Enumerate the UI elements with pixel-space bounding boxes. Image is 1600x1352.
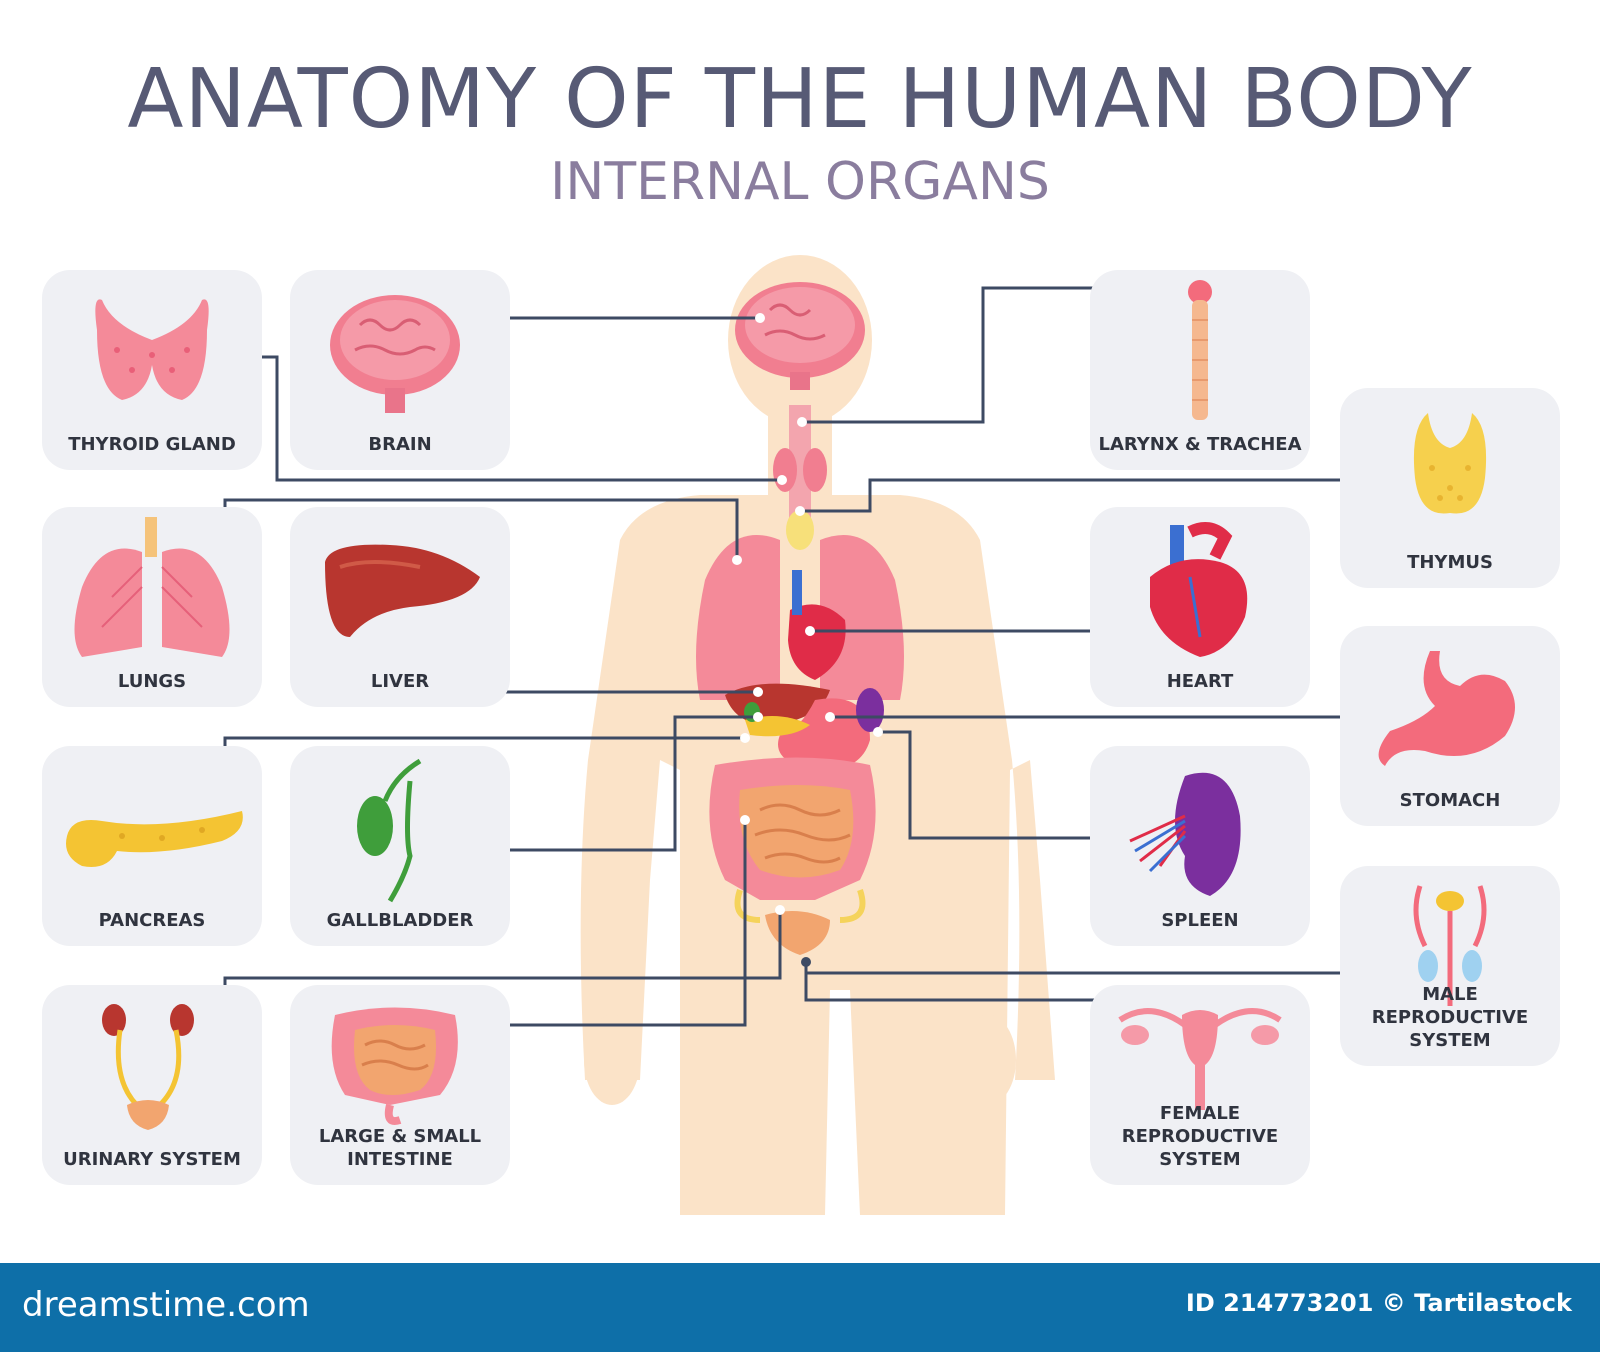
card-gallbladder[interactable]: GALLBLADDER [290,746,510,946]
card-spleen[interactable]: SPLEEN [1090,746,1310,946]
card-stomach[interactable]: STOMACH [1340,626,1560,826]
footer-credit: ID 214773201 © Tartilastock [1185,1289,1572,1317]
card-thymus[interactable]: THYMUS [1340,388,1560,588]
intestine-icon [331,1007,458,1125]
heart-icon [1150,522,1248,657]
pancreas-in-body [745,716,810,737]
urinary-icon [102,1004,194,1130]
label-lungs: LUNGS [117,671,187,692]
label-intestine-line1: LARGE & SMALL [318,1126,482,1147]
body-diagram [220,255,1372,1215]
female-reproductive-icon [1118,1008,1282,1110]
card-male-reproductive[interactable]: MALE REPRODUCTIVE SYSTEM [1340,866,1560,1066]
liver-icon [325,544,480,637]
card-female-reproductive[interactable]: FEMALE REPRODUCTIVE SYSTEM [1090,985,1310,1185]
label-intestine-line2: INTESTINE [347,1149,453,1170]
thymus-in-body [786,510,814,550]
card-liver[interactable]: LIVER [290,507,510,707]
trachea-in-body [789,405,811,535]
organ-dots [732,313,883,915]
card-intestine[interactable]: LARGE & SMALL INTESTINE [290,985,510,1185]
card-pancreas[interactable]: PANCREAS [42,746,262,946]
label-liver: LIVER [370,671,430,692]
label-female-reproductive: FEMALE REPRODUCTIVE SYSTEM [1090,1102,1310,1171]
spleen-in-body [856,688,884,732]
stomach-icon [1378,651,1515,766]
label-spleen: SPLEEN [1161,910,1239,931]
lungs-icon [74,517,230,657]
lungs-in-body [696,535,904,700]
card-thyroid-gland[interactable]: THYROID GLAND [42,270,262,470]
label-brain: BRAIN [368,434,432,455]
male-reproductive-icon [1413,885,1487,1006]
pancreas-icon [66,811,243,867]
label-heart: HEART [1166,671,1234,692]
card-larynx-trachea[interactable]: LARYNX & TRACHEA [1090,270,1310,470]
page-title: ANATOMY OF THE HUMAN BODY [127,52,1473,147]
intestine-in-body [709,757,876,900]
label-female-line1: FEMALE [1159,1103,1241,1124]
footer-bar: dreamstime.com ID 214773201 © Tartilasto… [0,1263,1600,1352]
spleen-icon [1129,772,1241,896]
thymus-icon [1413,413,1487,514]
label-male-reproductive: MALE REPRODUCTIVE SYSTEM [1340,983,1560,1052]
label-thyroid-gland: THYROID GLAND [68,434,236,455]
brain-in-body [735,282,865,390]
label-thymus: THYMUS [1407,552,1493,573]
gallbladder-icon [357,758,422,903]
card-brain[interactable]: BRAIN [290,270,510,470]
card-lungs[interactable]: LUNGS [42,507,262,707]
label-intestine: LARGE & SMALL INTESTINE [290,1125,510,1171]
label-male-line1: MALE [1422,984,1478,1005]
label-larynx-trachea: LARYNX & TRACHEA [1098,434,1302,455]
brain-icon [330,295,460,413]
card-urinary-system[interactable]: URINARY SYSTEM [42,985,262,1185]
page-subtitle: INTERNAL ORGANS [550,152,1050,212]
label-pancreas: PANCREAS [98,910,206,931]
label-female-line2: REPRODUCTIVE SYSTEM [1121,1126,1279,1170]
card-heart[interactable]: HEART [1090,507,1310,707]
heart-in-body [788,570,846,680]
label-urinary-system: URINARY SYSTEM [63,1149,241,1170]
label-male-line2: REPRODUCTIVE SYSTEM [1371,1007,1529,1051]
label-stomach: STOMACH [1399,790,1501,811]
trachea-icon [1188,280,1212,420]
label-gallbladder: GALLBLADDER [326,910,474,931]
footer-brand[interactable]: dreamstime.com [22,1285,310,1325]
thyroid-icon [95,299,209,400]
